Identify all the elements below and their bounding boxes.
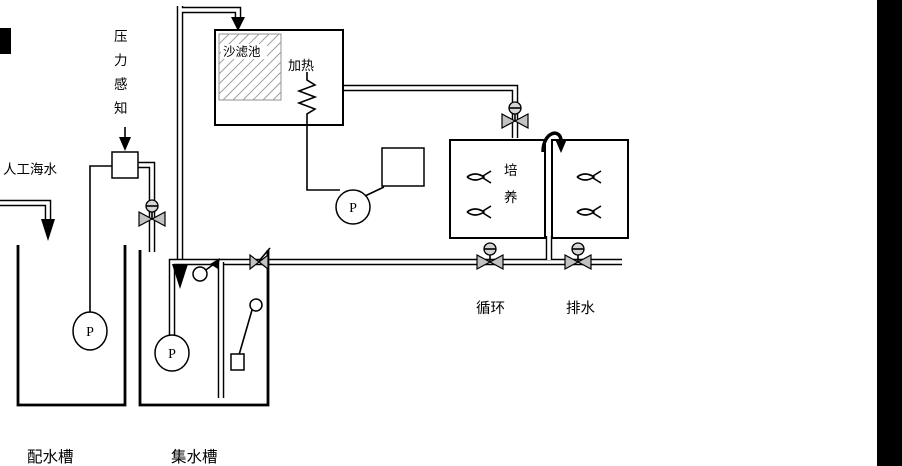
motor-box xyxy=(381,147,425,187)
overflow-arrow xyxy=(541,131,567,153)
distribution-pump: P xyxy=(72,311,108,351)
sand-filter-box xyxy=(214,29,344,126)
seawater-inlet-pipe xyxy=(0,199,52,219)
label-culture-char: 培 xyxy=(504,163,518,178)
sensor-branch-pipe xyxy=(138,161,156,252)
distribution-tank xyxy=(16,245,127,407)
label-pressure-sensor: 压 力 感 知 xyxy=(114,29,128,116)
culture-tank-2 xyxy=(551,139,629,239)
fish-icon xyxy=(576,205,602,219)
pump-sensor-line xyxy=(89,165,112,312)
pump-motor-line xyxy=(364,186,385,197)
main-pump-label: P xyxy=(349,201,357,216)
main-pump: P xyxy=(335,189,371,225)
label-culture-char: 养 xyxy=(504,190,518,205)
fish-icon xyxy=(466,205,492,219)
main-return-pipe xyxy=(168,258,622,338)
label-collection-tank: 集水槽 xyxy=(171,448,218,466)
check-ball xyxy=(192,266,208,282)
label-sand-filter: 沙滤池 xyxy=(223,45,261,59)
heater-coil xyxy=(296,72,318,125)
fish-icon xyxy=(466,170,492,184)
circulation-valve xyxy=(476,242,504,271)
collection-inlet-arrow xyxy=(172,264,188,289)
label-circulation: 循环 xyxy=(476,300,505,317)
drain-valve xyxy=(564,242,592,271)
float-switch xyxy=(230,298,263,371)
sensor-arrow xyxy=(119,127,131,151)
sand-filter-hatch xyxy=(218,33,282,101)
filter-inlet-arrow xyxy=(231,17,245,31)
heater-outlet-line xyxy=(306,125,340,191)
filter-outlet-valve xyxy=(501,101,529,130)
distribution-pump-label: P xyxy=(86,325,94,340)
label-pressure-char: 感 xyxy=(114,76,128,92)
collection-tank xyxy=(138,250,270,407)
label-heater: 加热 xyxy=(288,58,314,73)
check-valve xyxy=(249,247,271,271)
label-seawater-inlet: 人工海水 xyxy=(3,162,57,177)
label-pressure-char: 力 xyxy=(114,53,128,68)
sand-filter-label-backing xyxy=(221,44,267,59)
label-pressure-char: 压 xyxy=(114,29,128,44)
sensor-line-valve xyxy=(138,199,166,228)
label-distribution-tank: 配水槽 xyxy=(27,448,74,466)
label-drain: 排水 xyxy=(566,300,595,317)
collection-pump: P xyxy=(154,334,190,372)
seawater-arrow xyxy=(41,219,55,241)
fish-icon xyxy=(576,170,602,184)
label-pressure-char: 知 xyxy=(114,100,128,116)
frame-bar-right xyxy=(877,0,902,466)
supply-pipe xyxy=(176,6,242,262)
culture-tank-1 xyxy=(449,139,546,239)
frame-bar-left xyxy=(0,28,11,54)
pressure-sensor-box xyxy=(111,151,139,179)
collection-pump-label: P xyxy=(168,347,176,362)
filter-outlet-pipe xyxy=(343,84,519,138)
